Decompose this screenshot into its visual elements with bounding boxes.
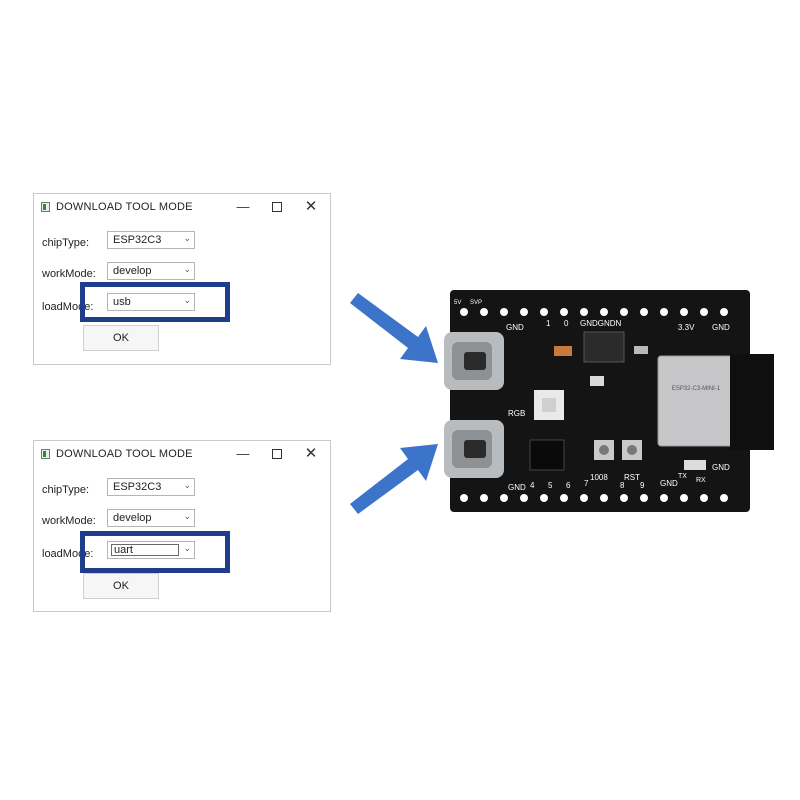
edge-label: RX — [696, 477, 706, 484]
pin-label: 3.3V — [678, 323, 695, 332]
smd-component — [634, 346, 648, 354]
workmode-value: develop — [113, 512, 152, 524]
rst-label: RST — [624, 473, 640, 482]
maximize-icon — [272, 202, 282, 212]
maximize-icon — [272, 449, 282, 459]
pin-label: GND — [508, 483, 526, 492]
svp-label: SVP — [470, 300, 482, 306]
workmode-select[interactable]: develop ⌄ — [107, 262, 195, 280]
smd-component — [554, 346, 572, 356]
arrow-to-lower-usb-icon — [350, 444, 438, 514]
pin-label: GND — [660, 479, 678, 488]
edge-label: TX — [678, 473, 687, 480]
chiptype-value: ESP32C3 — [113, 234, 162, 246]
maximize-button[interactable] — [266, 444, 288, 464]
title-bar[interactable]: DOWNLOAD TOOL MODE — ✕ — [34, 194, 330, 222]
pin-label: GNDGNDN — [580, 319, 622, 328]
chevron-down-icon: ⌄ — [183, 264, 191, 274]
app-window-icon — [41, 202, 50, 212]
edge-label: GND — [712, 463, 730, 472]
rgb-led-lens — [542, 398, 556, 412]
antenna-area — [730, 354, 774, 450]
chiptype-label: chipType: — [42, 237, 90, 249]
arrow-to-upper-usb-icon — [350, 293, 438, 363]
chiptype-label: chipType: — [42, 484, 90, 496]
loadmode-value: usb — [113, 296, 131, 308]
workmode-select[interactable]: develop ⌄ — [107, 509, 195, 527]
pin-label: 4 — [530, 481, 535, 490]
title-bar[interactable]: DOWNLOAD TOOL MODE — ✕ — [34, 441, 330, 469]
close-button[interactable]: ✕ — [304, 445, 318, 462]
pin-label: 6 — [566, 481, 571, 490]
window-title: DOWNLOAD TOOL MODE — [56, 448, 193, 460]
chevron-down-icon: ⌄ — [183, 295, 191, 305]
pin-label: GND — [712, 323, 730, 332]
window-title: DOWNLOAD TOOL MODE — [56, 201, 193, 213]
pin-label: 7 — [584, 479, 589, 488]
minimize-button[interactable]: — — [236, 446, 250, 461]
pin-label: 8 — [620, 481, 625, 490]
chevron-down-icon: ⌄ — [183, 480, 191, 490]
smd-component — [684, 460, 706, 470]
chevron-down-icon: ⌄ — [183, 233, 191, 243]
power-led — [590, 376, 604, 386]
download-tool-dialog-usb: DOWNLOAD TOOL MODE — ✕ chipType: ESP32C3… — [33, 193, 331, 365]
chevron-down-icon: ⌄ — [183, 543, 191, 553]
loadmode-select[interactable]: uart ⌄ — [107, 541, 195, 559]
reset-button-cap — [627, 445, 637, 455]
app-window-icon — [41, 449, 50, 459]
esp32c3-module — [657, 355, 735, 447]
usb-c-port-lower — [444, 420, 504, 478]
loadmode-focus-box: uart — [111, 544, 179, 556]
chevron-down-icon: ⌄ — [183, 511, 191, 521]
pcb — [450, 290, 750, 512]
minimize-button[interactable]: — — [236, 199, 250, 214]
5v-label: 5V — [454, 300, 461, 306]
esp32c3-dev-board-image: ESP32-C3-MINI-1 GND 1 0 GNDGNDN 3.3V GND… — [444, 290, 774, 512]
workmode-label: workMode: — [42, 515, 96, 527]
usb-uart-chip — [529, 439, 565, 471]
arrow-shape — [350, 444, 438, 514]
workmode-label: workMode: — [42, 268, 96, 280]
ok-button[interactable]: OK — [83, 325, 159, 351]
workmode-value: develop — [113, 265, 152, 277]
ok-button[interactable]: OK — [83, 573, 159, 599]
chiptype-select[interactable]: ESP32C3 ⌄ — [107, 231, 195, 249]
top-pin-holes — [460, 308, 728, 316]
close-button[interactable]: ✕ — [304, 198, 318, 215]
pin-label: 0 — [564, 319, 569, 328]
bottom-pin-holes — [460, 494, 728, 502]
pin-label: GND — [506, 323, 524, 332]
voltage-regulator — [583, 331, 625, 363]
download-tool-dialog-uart: DOWNLOAD TOOL MODE — ✕ chipType: ESP32C3… — [33, 440, 331, 612]
pin-label: 5 — [548, 481, 553, 490]
chiptype-value: ESP32C3 — [113, 481, 162, 493]
silkscreen-labels: GND 1 0 GNDGNDN 3.3V GND GND 4 5 6 7 8 9… — [454, 300, 730, 492]
rgb-label: RGB — [508, 409, 525, 418]
pin-label: 9 — [640, 481, 645, 490]
pin-label: 1 — [546, 319, 551, 328]
chiptype-select[interactable]: ESP32C3 ⌄ — [107, 478, 195, 496]
arrow-shape — [350, 293, 438, 363]
loadmode-select[interactable]: usb ⌄ — [107, 293, 195, 311]
usb-c-port-upper — [444, 332, 504, 390]
module-text: ESP32-C3-MINI-1 — [672, 386, 721, 392]
loadmode-highlight-box — [80, 282, 230, 322]
loadmode-value: uart — [114, 544, 133, 556]
loadmode-highlight-box — [80, 531, 230, 573]
part-label: 1008 — [590, 473, 608, 482]
boot-button-cap — [599, 445, 609, 455]
maximize-button[interactable] — [266, 197, 288, 217]
